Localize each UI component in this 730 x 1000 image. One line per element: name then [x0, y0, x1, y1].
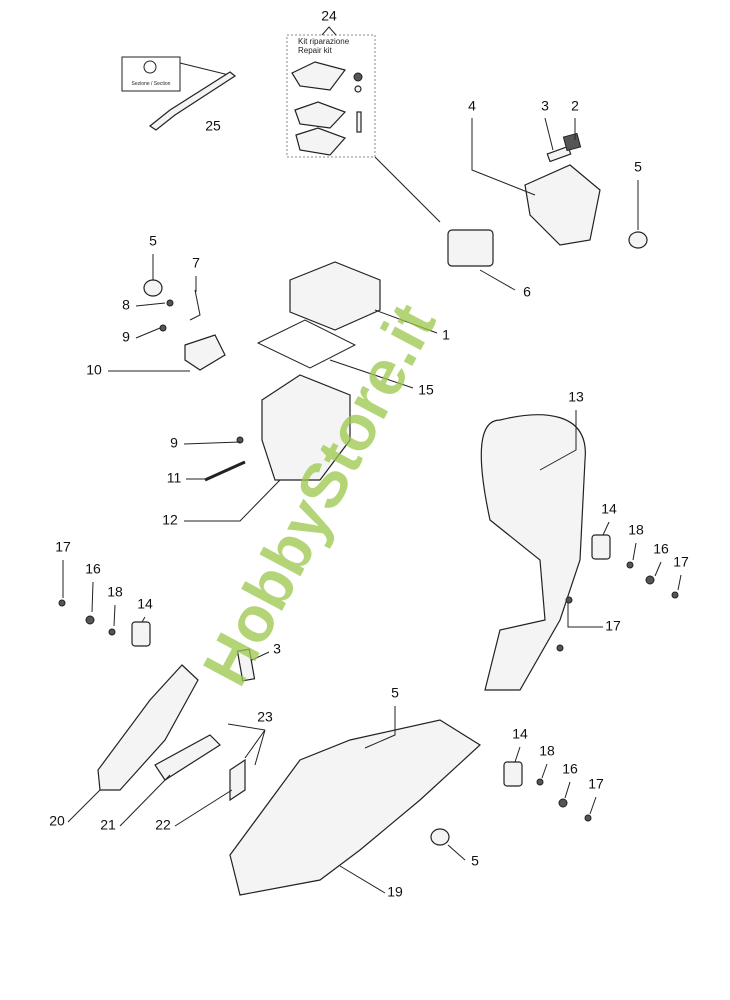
- filter-housing: [261, 374, 351, 481]
- leader-lines: [62, 117, 682, 894]
- screws: [58, 299, 679, 822]
- rear-handle: [480, 414, 586, 691]
- throttle-trigger: [154, 734, 221, 781]
- diaphragm-part: [294, 101, 347, 129]
- choke-lever: [184, 334, 226, 371]
- part-label-18: 18: [628, 522, 644, 538]
- part-label-5: 5: [471, 853, 479, 869]
- part-label-16: 16: [85, 561, 101, 577]
- part-label-19: 19: [387, 884, 403, 900]
- part-label-18: 18: [539, 743, 555, 759]
- diaphragm-part: [295, 127, 347, 156]
- fuel-tank-housing: [229, 719, 481, 896]
- part-label-17: 17: [588, 776, 604, 792]
- part-label-17: 17: [673, 554, 689, 570]
- rubber-buffer: [628, 231, 648, 249]
- gasket-part: [291, 61, 347, 91]
- part-label-11: 11: [167, 470, 182, 486]
- part-label-5: 5: [391, 685, 399, 701]
- carburetor: [447, 229, 494, 267]
- part-label-13: 13: [568, 389, 584, 405]
- section-label: Sezione / Section: [132, 81, 171, 87]
- part-label-9: 9: [170, 435, 178, 451]
- kit-label-en: Repair kit: [298, 46, 333, 55]
- rubber-buffer: [143, 279, 163, 297]
- part-label-10: 10: [86, 362, 102, 378]
- part-label-17: 17: [55, 539, 71, 555]
- part-label-1: 1: [442, 327, 450, 343]
- part-label-20: 20: [49, 813, 65, 829]
- part-label-6: 6: [523, 284, 531, 300]
- part-label-8: 8: [122, 297, 130, 313]
- filter-gasket: [256, 319, 357, 369]
- air-filter: [289, 261, 381, 331]
- part-label-17: 17: [605, 618, 621, 634]
- part-label-16: 16: [562, 761, 578, 777]
- part-label-3: 3: [541, 98, 549, 114]
- part-label-5: 5: [149, 233, 157, 249]
- kit-label-it: Kit riparazione: [298, 37, 350, 46]
- part-label-22: 22: [155, 817, 171, 833]
- screwdriver: [148, 71, 237, 131]
- part-label-9: 9: [122, 329, 130, 345]
- part-label-25: 25: [205, 118, 221, 134]
- part-label-14: 14: [601, 501, 617, 517]
- kit-number: 24: [321, 8, 337, 24]
- part-label-5: 5: [634, 159, 642, 175]
- front-handle: [97, 664, 199, 791]
- part-label-4: 4: [468, 98, 476, 114]
- section-box: Sezione / Section: [121, 56, 234, 92]
- av-springs: [131, 534, 611, 787]
- part-label-15: 15: [418, 382, 434, 398]
- part-label-7: 7: [192, 255, 200, 271]
- part-label-3: 3: [273, 641, 281, 657]
- part-label-21: 21: [100, 817, 116, 833]
- part-label-16: 16: [653, 541, 669, 557]
- part-label-23: 23: [257, 709, 273, 725]
- throttle-housing: [524, 164, 601, 246]
- rubber-buffer: [430, 828, 450, 846]
- part-label-14: 14: [512, 726, 528, 742]
- part-label-14: 14: [137, 596, 153, 612]
- part-label-2: 2: [571, 98, 579, 114]
- part-label-12: 12: [162, 512, 178, 528]
- part-label-18: 18: [107, 584, 123, 600]
- repair-kit-box: 24 Kit riparazione Repair kit: [286, 8, 376, 158]
